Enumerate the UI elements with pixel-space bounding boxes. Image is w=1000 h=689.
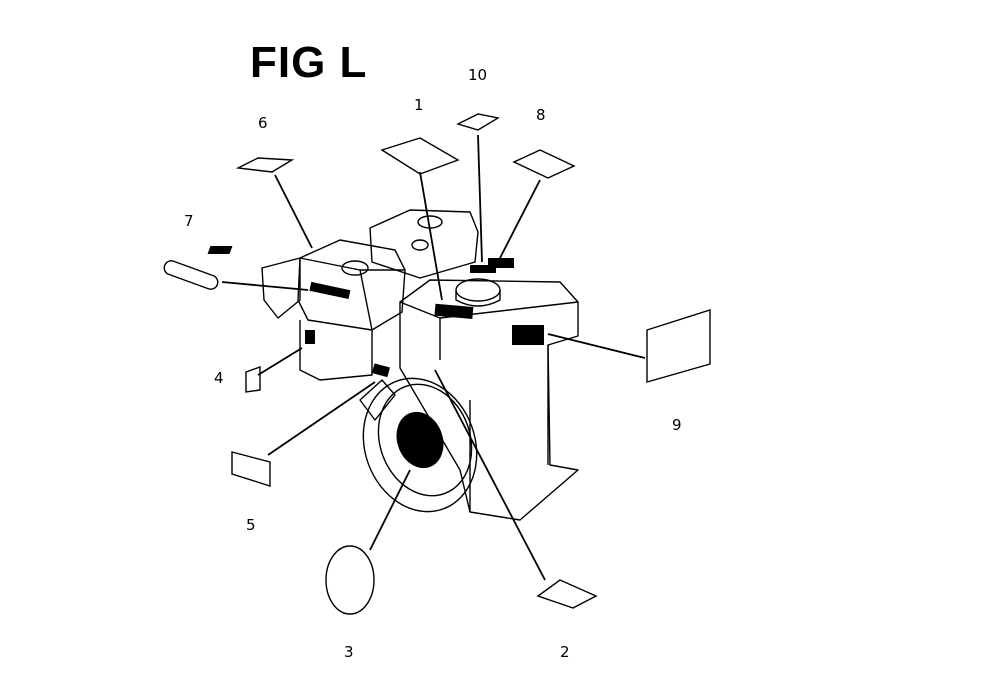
- figure-title: FIG L: [250, 38, 368, 87]
- callout-2: 2: [560, 643, 570, 661]
- leader-10: [477, 134, 483, 263]
- label-blank-10: [456, 113, 500, 131]
- leader-8: [499, 179, 541, 259]
- recoil-starter: [362, 377, 478, 513]
- leader-2: [434, 369, 546, 581]
- callout-1: 1: [414, 96, 424, 114]
- label-blank-3: [325, 545, 375, 615]
- engine-label-marks: [207, 246, 544, 378]
- oil-cap: [455, 278, 501, 302]
- label-blank-4: [245, 366, 261, 393]
- callout-8: 8: [536, 106, 546, 124]
- leader-5: [267, 381, 376, 456]
- leader-lines: [221, 134, 646, 581]
- callout-numbers: 1 2 3 4 5 6 7 8 9 10: [184, 66, 682, 661]
- starter-hub: [396, 411, 444, 469]
- callout-5: 5: [246, 516, 256, 534]
- label-blanks: [163, 113, 711, 615]
- leader-1: [419, 171, 443, 301]
- leader-7: [221, 281, 309, 291]
- callout-3: 3: [344, 643, 354, 661]
- label-blank-2: [536, 579, 598, 609]
- callout-6: 6: [258, 114, 268, 132]
- leader-9: [547, 333, 646, 359]
- engine-block: [399, 279, 579, 521]
- leader-6: [274, 174, 313, 249]
- air-cleaner: [297, 239, 406, 331]
- label-blank-8: [512, 149, 576, 179]
- callout-4: 4: [214, 369, 224, 387]
- air-cleaner-knob: [341, 260, 369, 276]
- label-blank-7: [163, 260, 219, 290]
- callout-9: 9: [672, 416, 682, 434]
- label-blank-5: [231, 451, 271, 487]
- leader-4: [257, 347, 303, 376]
- fuel-tank: [369, 209, 479, 279]
- label-blank-6: [235, 157, 295, 173]
- label-blank-9: [646, 309, 711, 383]
- leader-3: [369, 469, 411, 551]
- engine-drawing: [261, 209, 579, 521]
- callout-10: 10: [468, 66, 487, 84]
- label-blank-1: [380, 137, 460, 175]
- callout-7: 7: [184, 212, 194, 230]
